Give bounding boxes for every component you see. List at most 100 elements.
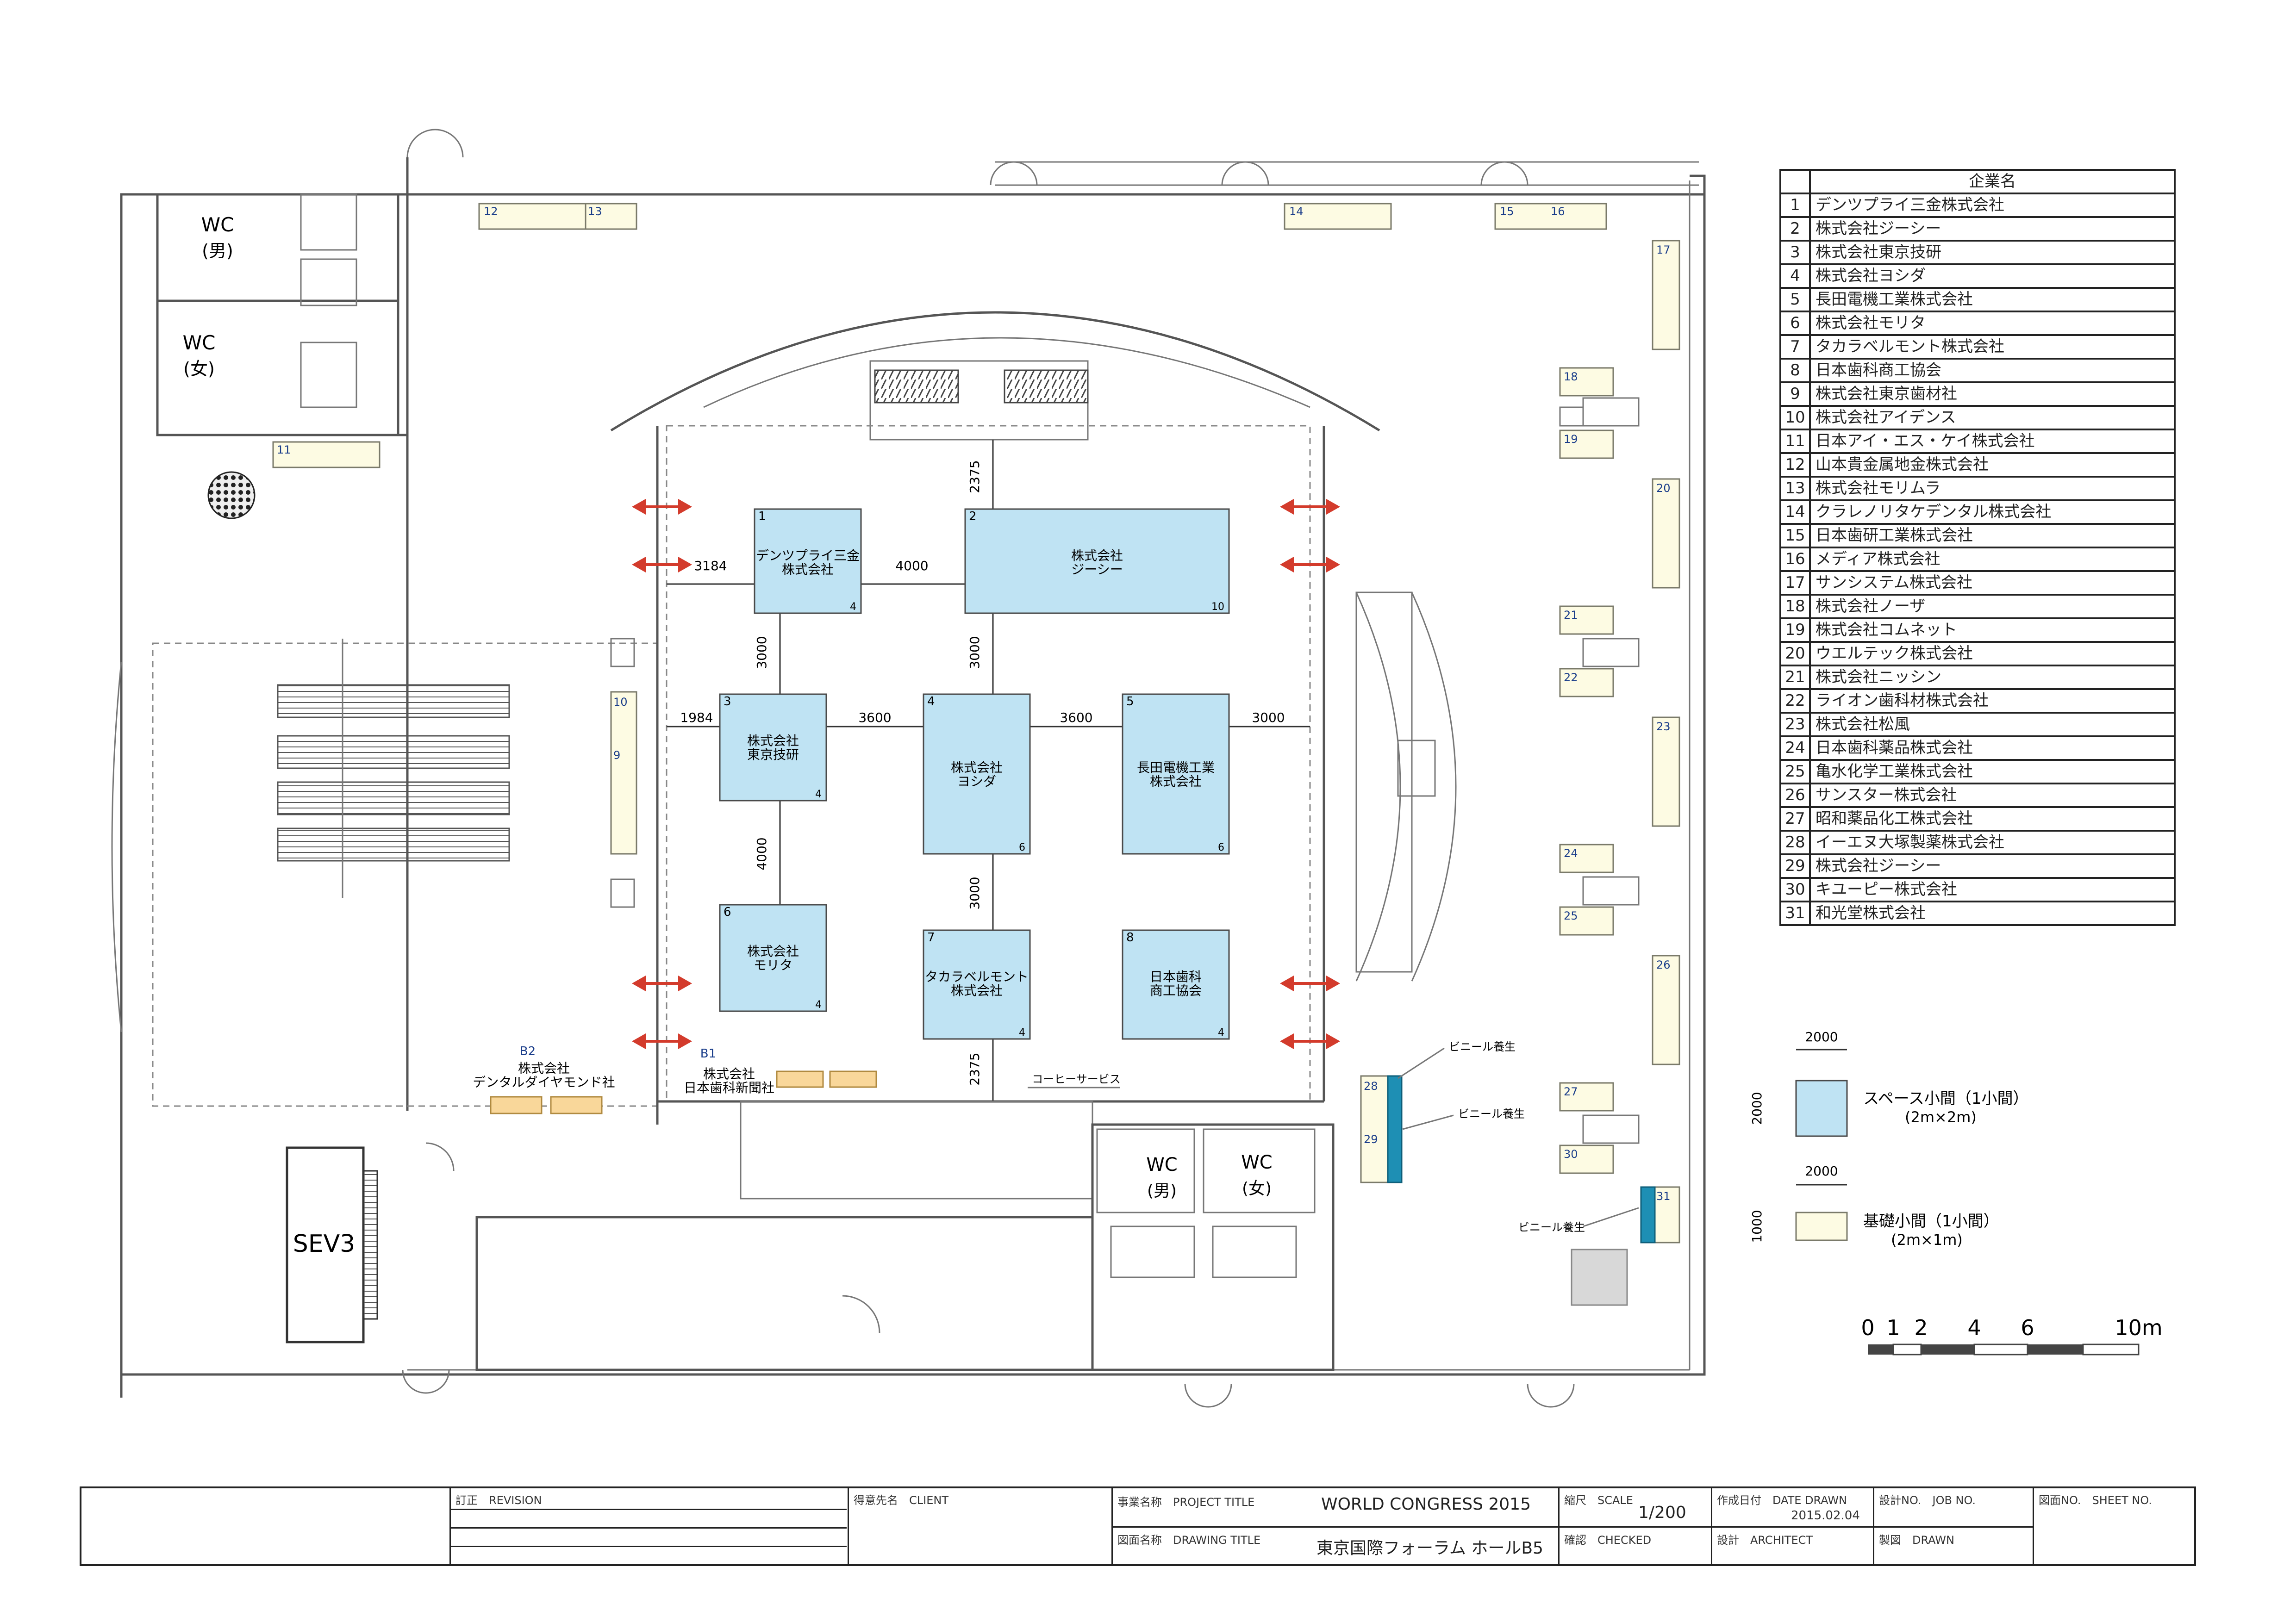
company-number: 8 <box>1779 358 1811 383</box>
booth-corner: 4 <box>1019 1027 1025 1038</box>
booth-small[interactable]: 14 <box>1284 203 1392 230</box>
wc-top-left: WC (男) WC (女) <box>156 193 407 436</box>
scale-bar: 0 1 2 4 6 10m <box>1861 1315 2163 1356</box>
vinyl-cover <box>1640 1186 1656 1244</box>
booth-large[interactable]: 4 株式会社 ヨシダ 6 <box>923 693 1031 855</box>
company-number: 20 <box>1779 641 1811 666</box>
booth-small[interactable]: 23 <box>1652 716 1680 827</box>
booth-small[interactable]: 25 <box>1559 906 1614 936</box>
project-cell: 事業名称 PROJECT TITLE WORLD CONGRESS 2015 図… <box>1111 1488 1558 1564</box>
company-number: 15 <box>1779 523 1811 548</box>
booth-number: 3 <box>724 695 731 709</box>
company-number: 21 <box>1779 665 1811 690</box>
booth-small[interactable]: 11 <box>272 441 381 468</box>
booth-small[interactable]: 109 <box>610 691 637 855</box>
company-name: 長田電機工業株式会社 <box>1809 287 2176 312</box>
company-name: 和光堂株式会社 <box>1809 901 2176 926</box>
booth-number: 29 <box>1364 1133 1378 1146</box>
booth-small[interactable]: 22 <box>1559 668 1614 697</box>
booth-number: 9 <box>613 749 620 762</box>
date-value: 2015.02.04 <box>1791 1509 1860 1523</box>
dimension-lines: 3184 4000 2375 3000 3000 1984 3600 3600 … <box>667 440 1310 1101</box>
booth-number: 1 <box>758 510 766 523</box>
booth-number: 27 <box>1564 1085 1578 1098</box>
booth-number: 20 <box>1656 482 1671 495</box>
dim-label: 3000 <box>754 636 769 669</box>
booth-name: ジーシー <box>1071 562 1123 577</box>
booth-number: 26 <box>1656 958 1671 971</box>
booth-number: 18 <box>1564 370 1578 383</box>
booth-small[interactable]: 24 <box>1559 844 1614 873</box>
dim-label: 2375 <box>967 460 982 493</box>
booth-large[interactable]: 2 株式会社 ジーシー 10 <box>964 508 1230 614</box>
company-number: 11 <box>1779 429 1811 454</box>
booth-number: 8 <box>1126 931 1134 945</box>
entrance-arrow <box>1280 499 1340 515</box>
booth-corner: 4 <box>815 999 822 1011</box>
booth-small[interactable]: 20 <box>1652 478 1680 589</box>
company-name: ライオン歯科材株式会社 <box>1809 688 2176 714</box>
booth-number: 15 <box>1500 205 1514 218</box>
booth-small[interactable]: 17 <box>1652 240 1680 350</box>
booth-number: 17 <box>1656 243 1671 256</box>
company-number: 23 <box>1779 712 1811 737</box>
entrance-arrow <box>632 557 692 572</box>
booth-large[interactable]: 8 日本歯科 商工協会 4 <box>1122 929 1230 1040</box>
booth-number: 22 <box>1564 671 1578 684</box>
booth-large[interactable]: 6 株式会社 モリタ 4 <box>719 904 827 1012</box>
scale-tick: 4 <box>1967 1315 1981 1340</box>
company-name: 株式会社ニッシン <box>1809 665 2176 690</box>
scale-value: 1/200 <box>1638 1503 1686 1522</box>
booth-number: 23 <box>1656 720 1671 733</box>
booth-small[interactable]: 21 <box>1559 605 1614 635</box>
booth-small[interactable]: 18 <box>1559 367 1614 397</box>
sponsor-name: 株式会社 <box>703 1066 755 1082</box>
company-name: 株式会社アイデンス <box>1809 405 2176 430</box>
booth-corner: 6 <box>1019 842 1025 853</box>
table-header-company: 企業名 <box>1809 169 2176 194</box>
vinyl-cover <box>1387 1075 1403 1183</box>
company-name: タカラベルモント株式会社 <box>1809 334 2176 360</box>
booth-large[interactable]: 1 デンツプライ三金 株式会社 4 <box>754 508 862 614</box>
scale-label: 縮尺 SCALE <box>1564 1494 1633 1507</box>
wc-female-sub: (女) <box>1242 1179 1272 1198</box>
sponsor-booth[interactable]: B1 株式会社 日本歯科新聞社 <box>684 1047 877 1095</box>
booth-name: 株式会社 <box>951 983 1003 998</box>
company-number: 30 <box>1779 877 1811 902</box>
booth-small[interactable]: 30 <box>1559 1144 1614 1174</box>
booth-large[interactable]: 5 長田電機工業 株式会社 6 <box>1122 693 1230 855</box>
booth-small[interactable]: 31 <box>1652 1186 1680 1244</box>
entrance-arrow <box>632 976 692 991</box>
company-name: デンツプライ三金株式会社 <box>1809 193 2176 218</box>
checked-label: 確認 CHECKED <box>1564 1534 1652 1547</box>
wc-female-sub: (女) <box>183 359 215 379</box>
booth-small[interactable]: 19 <box>1559 429 1614 459</box>
scale-cell: 縮尺 SCALE 1/200 確認 CHECKED <box>1558 1488 1711 1564</box>
booth-large[interactable]: 7 タカラベルモント 株式会社 4 <box>923 929 1031 1040</box>
client-label: 得意先名 CLIENT <box>854 1494 948 1507</box>
sponsor-booth[interactable]: B2 株式会社 デンタルダイヤモンド社 <box>473 1045 615 1114</box>
booth-large[interactable]: 3 株式会社 東京技研 4 <box>719 693 827 802</box>
company-name: 株式会社ヨシダ <box>1809 263 2176 289</box>
company-number: 29 <box>1779 853 1811 879</box>
booth-small[interactable]: 27 <box>1559 1082 1614 1112</box>
booth-number: 21 <box>1564 609 1578 622</box>
dim-label: 3184 <box>694 558 727 573</box>
booth-small[interactable]: 26 <box>1652 955 1680 1065</box>
company-number: 6 <box>1779 311 1811 336</box>
legend-space-swatch <box>1795 1080 1848 1137</box>
company-name: 株式会社ノーザ <box>1809 594 2176 619</box>
company-name: 株式会社東京歯材社 <box>1809 381 2176 407</box>
sponsor-code: B2 <box>520 1045 536 1058</box>
company-number: 25 <box>1779 759 1811 784</box>
company-name: 株式会社モリムラ <box>1809 476 2176 501</box>
wc-label: WC <box>201 213 234 236</box>
